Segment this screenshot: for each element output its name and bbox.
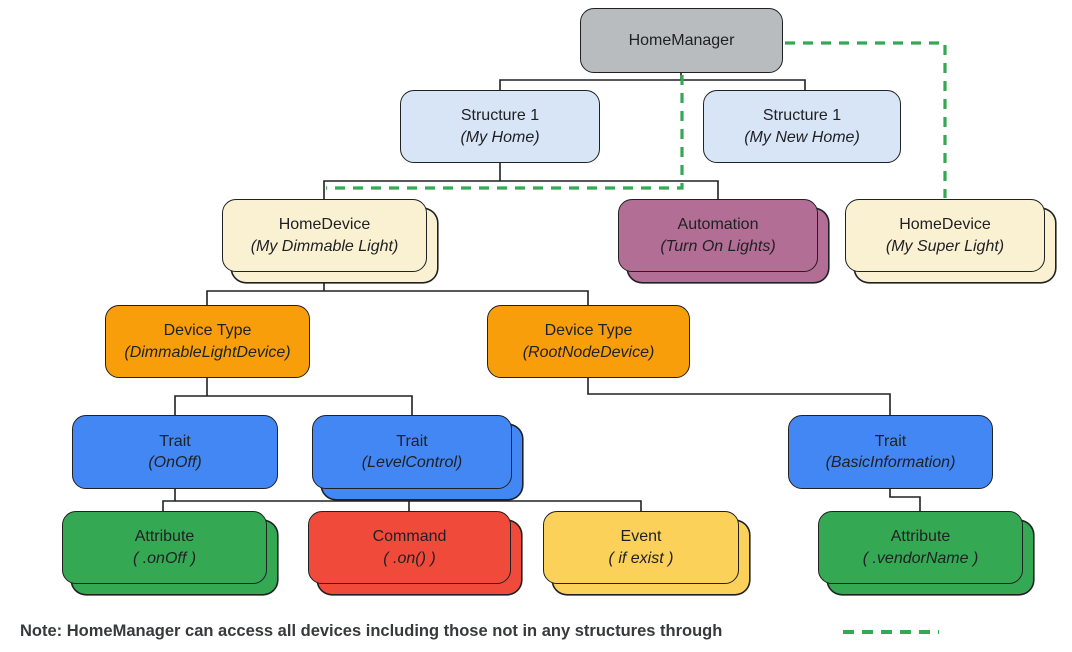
- connector-homemanager-structures: [499, 73, 806, 90]
- node-sublabel: (OnOff): [148, 454, 202, 471]
- connector-structure-devices: [323, 163, 719, 199]
- connector-homedevice-devicetypes: [206, 283, 589, 305]
- node-label: HomeDevice: [278, 216, 371, 234]
- node-label: Command: [372, 528, 447, 546]
- footnote-text: Note: HomeManager can access all devices…: [20, 622, 723, 640]
- node-sublabel: (Turn On Lights): [660, 237, 776, 255]
- node-label: Structure 1: [460, 107, 540, 125]
- node-label: Automation: [677, 216, 759, 234]
- node-device-type-dimmablelight: Device Type (DimmableLightDevice): [105, 305, 310, 378]
- node-label: HomeDevice: [899, 216, 991, 234]
- node-label: Attribute: [890, 528, 951, 546]
- node-label: Attribute: [134, 528, 195, 546]
- green-dashed-link-dimmable: [326, 75, 684, 190]
- node-label: Trait: [396, 432, 428, 450]
- node-sublabel: ( if exist ): [608, 549, 674, 567]
- node-label: Trait: [159, 432, 191, 450]
- node-sublabel: ( .onOff ): [132, 549, 197, 567]
- node-structure-my-new-home: Structure 1 (My New Home): [703, 90, 901, 163]
- node-sublabel: (My New Home): [744, 128, 860, 146]
- node-label: Event: [620, 528, 662, 546]
- node-sublabel: (DimmableLightDevice): [124, 343, 291, 361]
- connector-basicinfo-vendorname: [889, 489, 921, 511]
- connector-traits-children: [162, 489, 642, 511]
- node-label: Device Type: [163, 322, 252, 340]
- node-sublabel: ( .vendorName ): [862, 549, 979, 567]
- node-sublabel: (RootNodeDevice): [522, 343, 655, 361]
- node-label: Trait: [874, 432, 907, 450]
- node-sublabel: (My Dimmable Light): [250, 237, 399, 255]
- green-dashed-legend-sample: [843, 630, 939, 634]
- node-sublabel: (My Home): [460, 128, 540, 146]
- connector-devicetype-traits: [174, 378, 413, 415]
- node-sublabel: (My Super Light): [885, 237, 1005, 255]
- node-sublabel: ( .on() ): [383, 549, 436, 567]
- node-command-on: Command ( .on() ): [308, 511, 511, 584]
- node-home-device-dimmable-light: HomeDevice (My Dimmable Light): [222, 199, 427, 272]
- node-sublabel: (LevelControl): [361, 454, 463, 471]
- node-device-type-rootnode: Device Type (RootNodeDevice): [487, 305, 690, 378]
- node-sublabel: (BasicInformation): [825, 454, 956, 471]
- node-structure-my-home: Structure 1 (My Home): [400, 90, 600, 163]
- node-label: HomeManager: [628, 31, 735, 49]
- node-automation-turn-on-lights: Automation (Turn On Lights): [618, 199, 818, 272]
- node-trait-levelcontrol: Trait (LevelControl): [312, 415, 512, 489]
- node-label: Structure 1: [762, 107, 842, 125]
- node-home-device-super-light: HomeDevice (My Super Light): [845, 199, 1045, 272]
- node-attribute-vendorname: Attribute ( .vendorName ): [818, 511, 1023, 584]
- node-event-if-exist: Event ( if exist ): [543, 511, 739, 584]
- node-attribute-onoff: Attribute ( .onOff ): [62, 511, 267, 584]
- node-trait-basicinformation: Trait (BasicInformation): [788, 415, 993, 489]
- connector-rootnode-basicinfo: [587, 378, 891, 415]
- node-label: Device Type: [544, 322, 633, 340]
- node-home-manager: HomeManager: [580, 8, 783, 73]
- node-trait-onoff: Trait (OnOff): [72, 415, 278, 489]
